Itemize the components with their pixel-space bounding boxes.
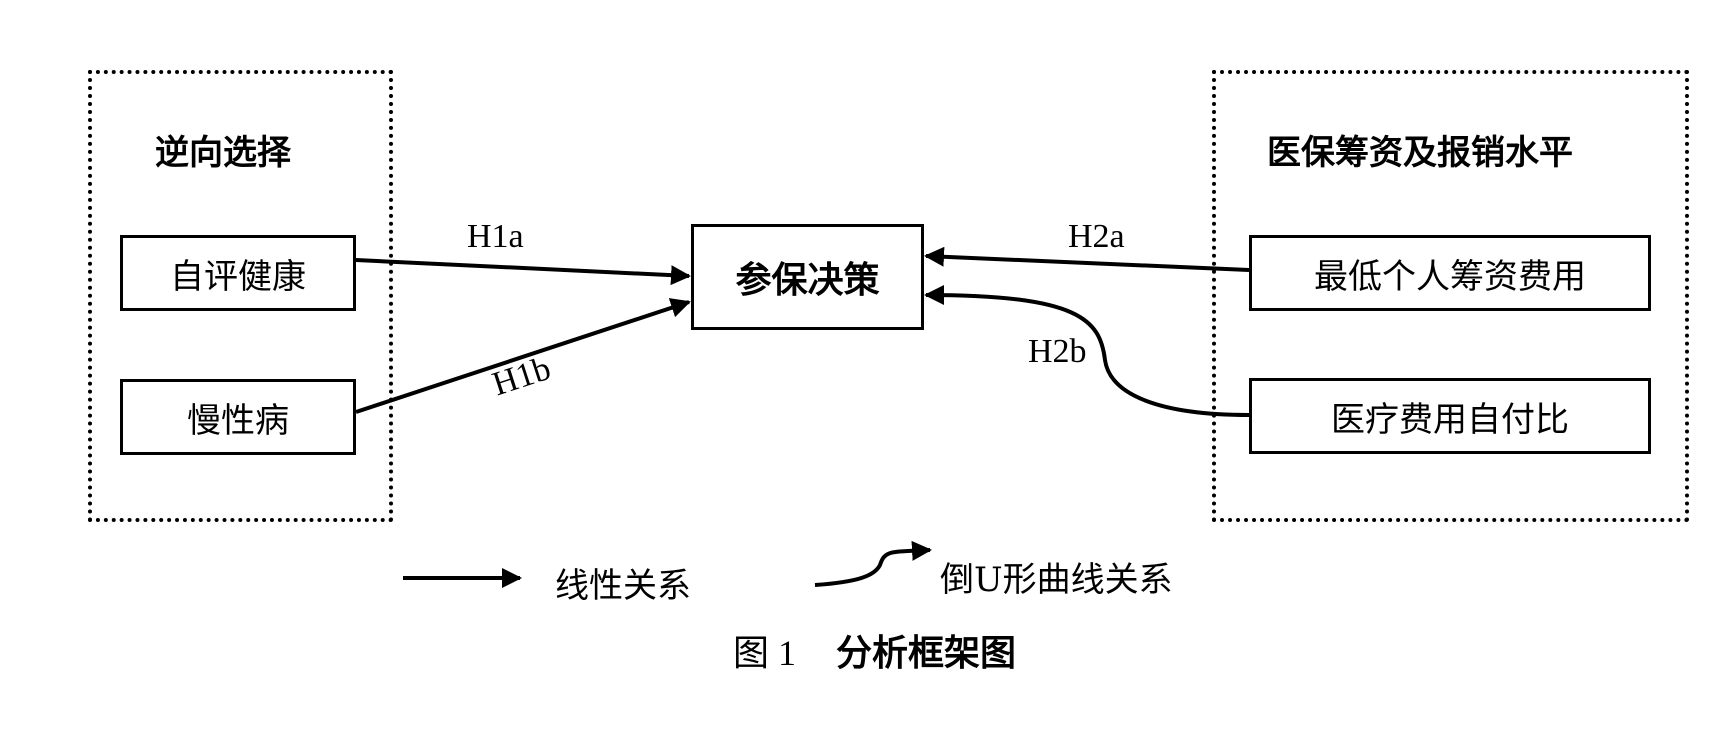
- h2a-arrow: [924, 246, 1250, 272]
- h1a-label: H1a: [467, 218, 524, 255]
- figure-title: 分析框架图: [836, 633, 1017, 674]
- out-of-pocket-ratio-box: 医疗费用自付比: [1249, 378, 1651, 454]
- left-group-title: 逆向选择: [155, 133, 291, 173]
- legend-curve-label: 倒U形曲线关系: [940, 560, 1173, 600]
- figure-caption: 图 1 分析框架图: [733, 624, 1016, 676]
- chronic-disease-box: 慢性病: [120, 379, 356, 455]
- legend-curve-arrow: [814, 540, 932, 587]
- h1a-arrow: [355, 258, 691, 286]
- h2a-label: H2a: [1068, 218, 1125, 255]
- figure-number: 图 1: [733, 633, 797, 673]
- h2b-label: H2b: [1028, 333, 1087, 370]
- legend-linear-label: 线性关系: [555, 566, 691, 606]
- h2b-arrow: [924, 285, 1250, 417]
- min-personal-funding-box: 最低个人筹资费用: [1249, 235, 1651, 311]
- left-group-frame: [88, 70, 393, 522]
- self-rated-health-box: 自评健康: [120, 235, 356, 311]
- right-group-title: 医保筹资及报销水平: [1267, 133, 1573, 173]
- h1b-arrow: [355, 298, 691, 414]
- insurance-decision-box: 参保决策: [691, 224, 924, 330]
- right-group-frame: [1212, 70, 1689, 522]
